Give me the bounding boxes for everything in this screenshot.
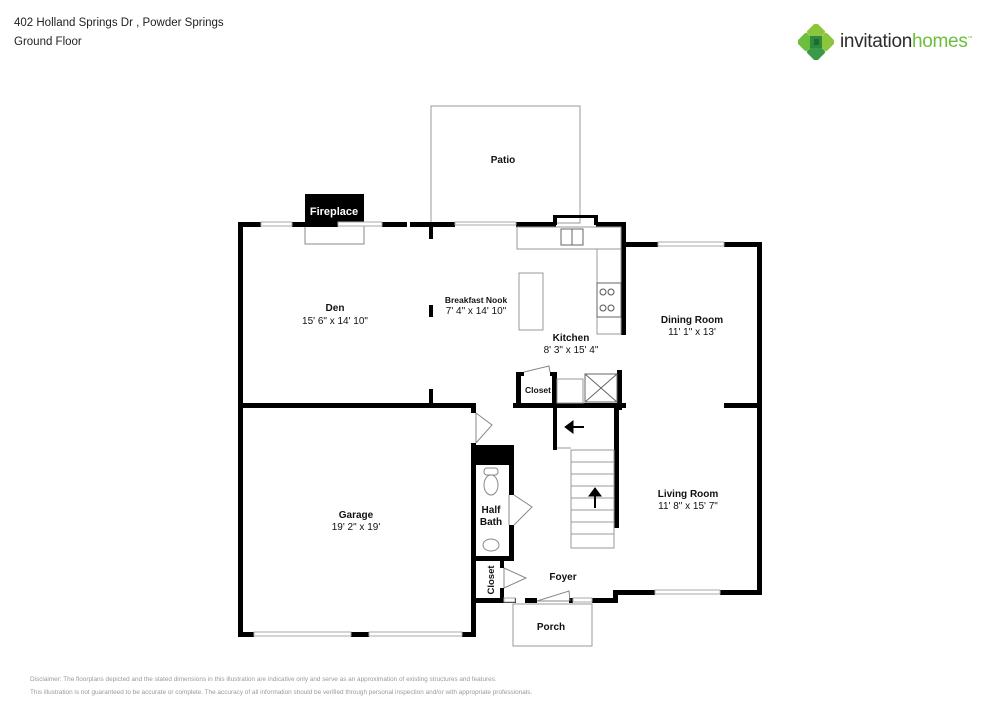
header: 402 Holland Springs Dr , Powder Springs … xyxy=(14,14,224,52)
floor-label: Ground Floor xyxy=(14,36,82,48)
dims-kitchen: 8' 3" x 15' 4" xyxy=(544,345,599,356)
brand-name-primary: invitation xyxy=(840,31,912,52)
staircase xyxy=(557,447,615,549)
disclaimer: Disclaimer: The floorplans depicted and … xyxy=(30,673,532,699)
label-patio: Patio xyxy=(491,155,515,166)
label-dining-room: Dining Room xyxy=(661,315,723,326)
property-address: 402 Holland Springs Dr , Powder Springs xyxy=(14,17,224,29)
label-den: Den xyxy=(326,303,345,314)
kitchen-fixtures xyxy=(516,226,622,404)
windows xyxy=(253,221,725,637)
bath-fixtures xyxy=(482,467,500,552)
label-fireplace: Fireplace xyxy=(310,206,358,218)
dims-den: 15' 6" x 14' 10" xyxy=(302,316,368,327)
label-closet-lower: Closet xyxy=(486,565,497,595)
label-porch: Porch xyxy=(537,622,565,633)
label-half-bath-line2: Bath xyxy=(480,517,502,528)
porch xyxy=(512,603,593,647)
trademark: ™ xyxy=(967,35,973,42)
stair-arrow-up-icon xyxy=(588,487,602,508)
dims-garage: 19' 2" x 19' xyxy=(332,522,381,533)
disclaimer-line-2: This illustration is not guaranteed to b… xyxy=(30,689,533,696)
brand-name: invitationhomes™ xyxy=(840,31,973,53)
dims-dining-room: 11' 1" x 13' xyxy=(668,327,716,338)
dims-living-room: 11' 8" x 15' 7" xyxy=(658,501,718,512)
fireplace xyxy=(304,194,365,245)
label-kitchen: Kitchen xyxy=(553,333,590,344)
label-half-bath-line1: Half xyxy=(482,505,502,516)
dims-breakfast-nook: 7' 4" x 14' 10" xyxy=(446,306,507,317)
label-breakfast-nook: Breakfast Nook xyxy=(445,295,508,305)
label-closet-upper: Closet xyxy=(525,385,551,395)
brand-name-secondary: homes xyxy=(912,31,968,52)
clover-tile-icon xyxy=(798,24,834,60)
label-foyer: Foyer xyxy=(549,572,576,583)
walls xyxy=(238,215,762,637)
doors xyxy=(475,365,571,602)
stair-arrow-left-icon xyxy=(564,420,584,434)
label-garage: Garage xyxy=(339,510,374,521)
brand-logo: invitationhomes™ xyxy=(798,24,973,60)
disclaimer-line-1: Disclaimer: The floorplans depicted and … xyxy=(30,676,497,683)
label-living-room: Living Room xyxy=(658,489,719,500)
